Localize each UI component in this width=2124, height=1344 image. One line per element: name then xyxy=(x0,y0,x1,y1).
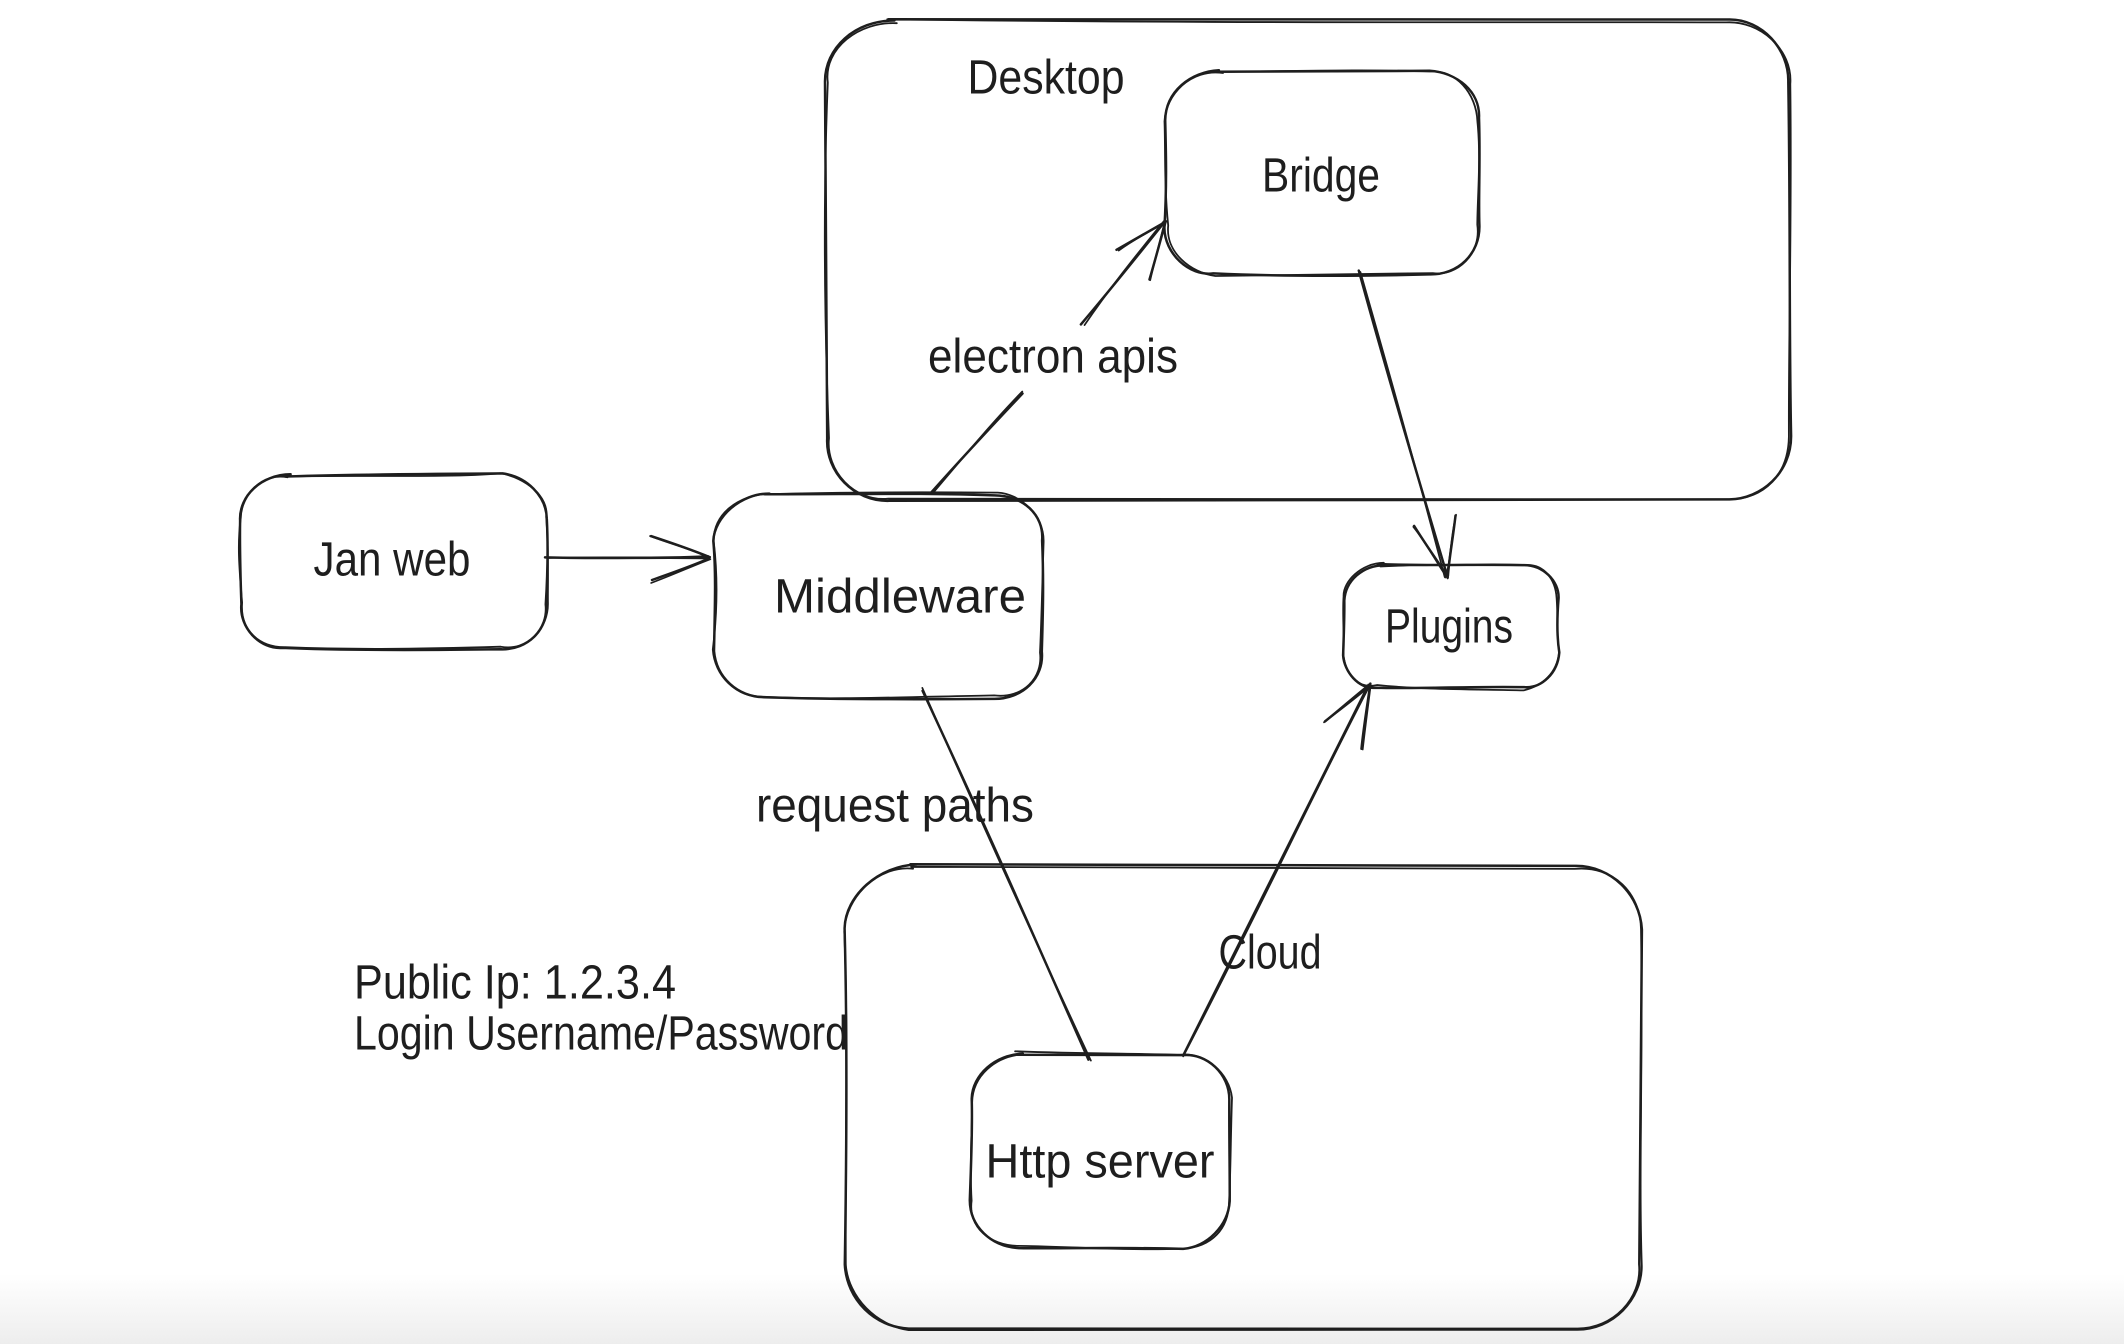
svg-text:electron apis: electron apis xyxy=(928,331,1178,384)
svg-text:Middleware: Middleware xyxy=(774,571,1026,624)
svg-text:Desktop: Desktop xyxy=(968,52,1125,105)
svg-text:Http server: Http server xyxy=(986,1136,1215,1189)
svg-text:Cloud: Cloud xyxy=(1219,927,1322,980)
svg-text:Jan web: Jan web xyxy=(314,534,471,587)
svg-text:Login Username/Password: Login Username/Password xyxy=(354,1008,848,1061)
svg-text:Plugins: Plugins xyxy=(1385,601,1513,654)
svg-text:request paths: request paths xyxy=(756,780,1034,833)
svg-text:Public Ip: 1.2.3.4: Public Ip: 1.2.3.4 xyxy=(354,957,676,1010)
svg-text:Bridge: Bridge xyxy=(1262,150,1380,203)
